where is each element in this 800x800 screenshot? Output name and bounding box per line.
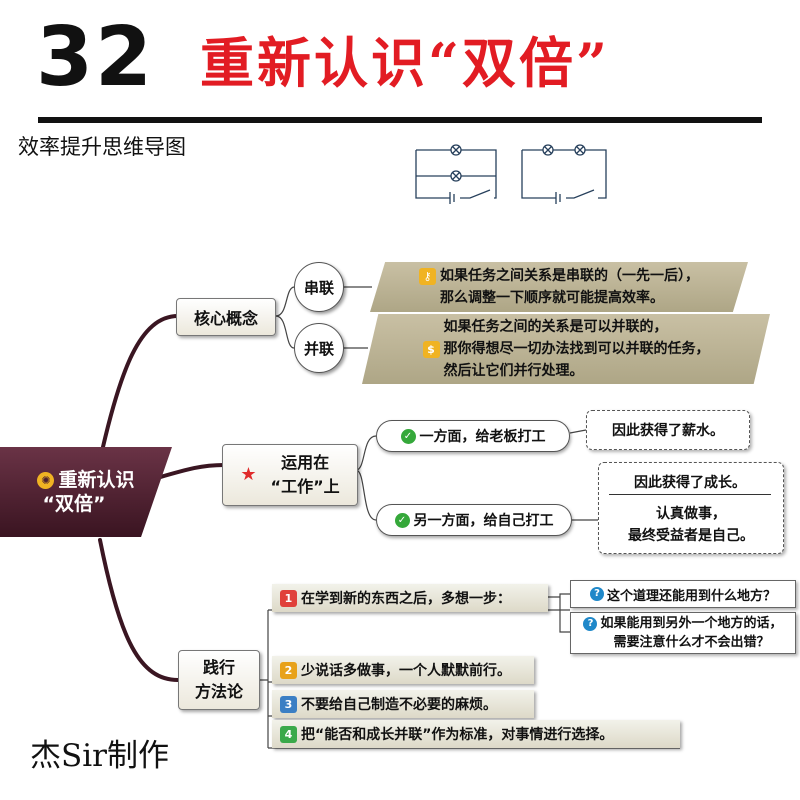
question-2-block: 如果能用到另外一个地方的话， 需要注意什么才不会出错？ (600, 614, 782, 652)
step-1-badge: 1 (280, 589, 297, 607)
core-concept-node[interactable]: 核心概念 (176, 298, 276, 336)
self-label: 另一方面，给自己打工 (413, 513, 554, 529)
step-3-badge: 3 (280, 695, 297, 713)
boss-result[interactable]: 因此获得了薪水。 (586, 410, 750, 450)
check-icon: ✓ (400, 428, 416, 444)
series-label: 串联 (303, 278, 334, 297)
boss-node[interactable]: ✓ 一方面，给老板打工 (376, 420, 570, 452)
boss-result-text: 因此获得了薪水。 (612, 423, 724, 439)
step-4-badge: 4 (280, 725, 297, 743)
method-step-2[interactable]: 2 少说话多做事，一个人默默前行。 (272, 656, 534, 684)
self-result: 因此获得了成长。 (609, 469, 771, 495)
step-2-text: 少说话多做事，一个人默默前行。 (301, 663, 511, 679)
self-result-group[interactable]: 因此获得了成长。 认真做事， 最终受益者是自己。 (598, 462, 784, 554)
series-text-line: 那么调整一下顺序就可能提高效率。 (440, 290, 664, 306)
series-node[interactable]: 串联 (294, 262, 344, 312)
question-2[interactable]: ? 如果能用到另外一个地方的话， 需要注意什么才不会出错？ (570, 612, 796, 654)
series-text-block: 如果任务之间关系是串联的（一先一后）， 那么调整一下顺序就可能提高效率。 (440, 265, 699, 309)
star-icon: ★ (240, 464, 257, 485)
work-node[interactable]: ★ 运用在 “工作”上 (222, 444, 358, 506)
question-icon: ? (583, 617, 598, 631)
check-icon: ✓ (394, 512, 410, 528)
central-line-1: 重新认识 (58, 469, 135, 491)
author-credit: 杰Sir制作 (30, 738, 169, 774)
dollar-icon: $ (422, 340, 440, 358)
question-1[interactable]: ? 这个道理还能用到什么地方？ (570, 580, 796, 608)
question-1-text: 这个道理还能用到什么地方？ (606, 588, 776, 604)
method-label-line-2: 方法论 (194, 682, 243, 701)
page-number: 32 (36, 10, 155, 105)
central-line-1-row: ✺ 重新认识 (37, 468, 135, 492)
parallel-description: $ 如果任务之间的关系是可以并联的， 那你得想尽一切办法找到可以并联的任务， 然… (362, 314, 770, 384)
lightbulb-icon: ✺ (37, 471, 55, 489)
parallel-text-line: 如果任务之间的关系是可以并联的， (443, 319, 668, 335)
question-2-line: 如果能用到另外一个地方的话， (600, 616, 783, 631)
parallel-label: 并联 (303, 339, 334, 358)
self-note: 认真做事， 最终受益者是自己。 (605, 501, 777, 549)
series-description: ⚷ 如果任务之间关系是串联的（一先一后）， 那么调整一下顺序就可能提高效率。 (370, 262, 748, 312)
self-note-line: 最终受益者是自己。 (628, 528, 754, 544)
method-node[interactable]: 践行 方法论 (178, 650, 260, 710)
series-text-line: 如果任务之间关系是串联的（一先一后）， (440, 268, 699, 284)
self-note-line: 认真做事， (656, 506, 726, 522)
central-node[interactable]: ✺ 重新认识 “双倍” (0, 447, 172, 537)
question-icon: ? (589, 587, 604, 601)
question-2-line: 需要注意什么才不会出错？ (613, 635, 770, 650)
self-node[interactable]: ✓ 另一方面，给自己打工 (376, 504, 572, 536)
step-1-text: 在学到新的东西之后，多想一步： (301, 591, 511, 607)
parallel-text-line: 那你得想尽一切办法找到可以并联的任务， (443, 341, 710, 357)
core-concept-label: 核心概念 (193, 309, 258, 328)
central-line-2: “双倍” (42, 493, 106, 515)
page-title: 重新认识“双倍” (200, 31, 611, 95)
parallel-node[interactable]: 并联 (294, 323, 344, 373)
step-2-badge: 2 (280, 661, 297, 679)
work-label-block: 运用在 “工作”上 (271, 451, 340, 499)
parallel-text-block: 如果任务之间的关系是可以并联的， 那你得想尽一切办法找到可以并联的任务， 然后让… (444, 316, 710, 382)
header-rule (38, 117, 762, 123)
parallel-text-line: 然后让它们并行处理。 (443, 363, 584, 379)
parallel-circuit-diagram (521, 144, 607, 204)
work-label-line-2: “工作”上 (270, 477, 340, 496)
method-step-4[interactable]: 4 把“能否和成长并联”作为标准，对事情进行选择。 (272, 720, 680, 748)
series-circuit-diagram (415, 144, 497, 204)
circuit-diagrams (415, 144, 607, 204)
work-label-line-1: 运用在 (281, 453, 330, 472)
key-icon: ⚷ (419, 267, 436, 285)
method-label-line-1: 践行 (202, 658, 235, 677)
boss-label: 一方面，给老板打工 (419, 429, 546, 445)
step-4-text: 把“能否和成长并联”作为标准，对事情进行选择。 (301, 727, 614, 743)
page-subtitle: 效率提升思维导图 (18, 135, 186, 159)
method-step-1[interactable]: 1 在学到新的东西之后，多想一步： (272, 584, 548, 612)
method-step-3[interactable]: 3 不要给自己制造不必要的麻烦。 (272, 690, 534, 718)
step-3-text: 不要给自己制造不必要的麻烦。 (301, 697, 497, 713)
self-result-text: 因此获得了成长。 (634, 474, 746, 491)
